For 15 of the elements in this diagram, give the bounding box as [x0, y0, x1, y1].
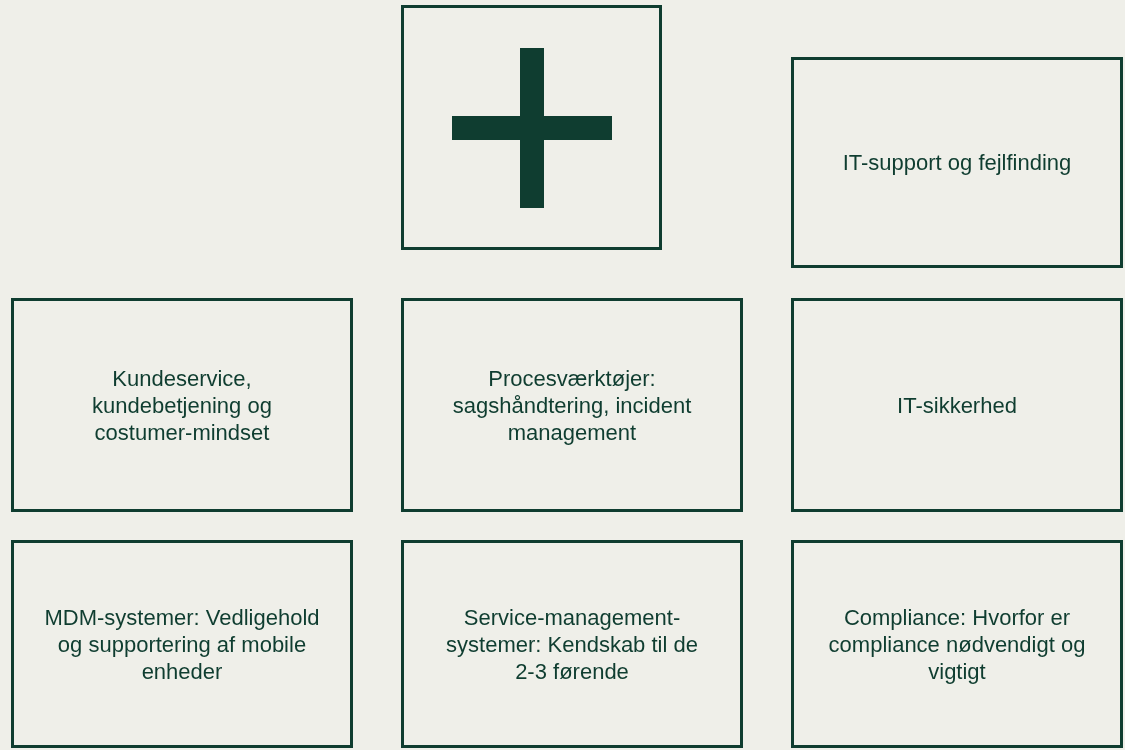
topic-box [791, 298, 1123, 512]
topic-text: Compliance: Hvorfor er compliance nødvendigt og vigtigt [827, 603, 1087, 685]
topic-box [401, 540, 743, 748]
topic-text: IT-support og fejlfinding [841, 149, 1073, 176]
topic-text: IT-sikkerhed [896, 391, 1018, 419]
topic-text: Procesværktøjer: sagshåndtering, incident management [451, 364, 693, 446]
topic-box [791, 57, 1123, 268]
topic-text: Kundeservice, kundebetjening og costumer-mindset [91, 364, 273, 446]
topic-box [11, 298, 353, 512]
plus-box [401, 5, 662, 250]
topic-text: Service-management-systemer: Kendskab til de 2-3 førende [445, 603, 699, 685]
topic-box [11, 540, 353, 748]
topic-box [791, 540, 1123, 748]
topic-box [401, 298, 743, 512]
topic-text: MDM-systemer: Vedligehold og supportering af mobile enheder [43, 603, 321, 685]
